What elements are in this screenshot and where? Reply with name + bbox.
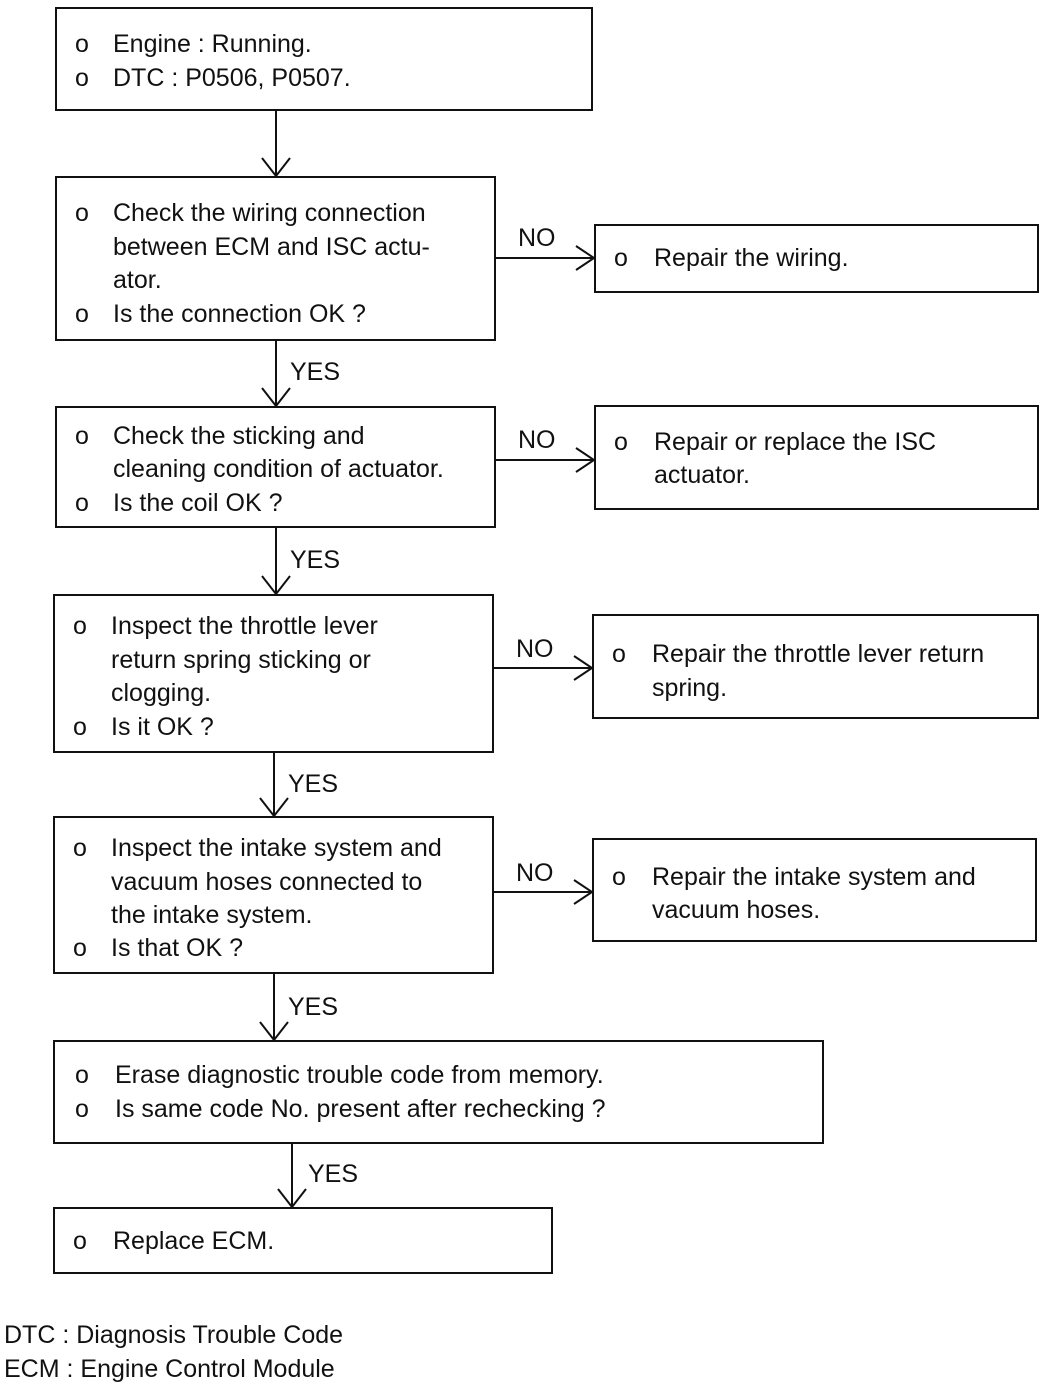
yes-label: YES [288,770,339,798]
arrowhead [573,655,594,681]
bullet: o [75,30,89,58]
bullet: o [612,640,626,668]
intake-check-line-1: Inspect the intake system and [111,834,442,862]
bullet: o [75,199,89,227]
wiring-check-line-1: Check the wiring connection [113,199,426,227]
intake-check-line-2: vacuum hoses connected to [111,868,423,896]
repair-hoses-line-1: Repair the intake system and [652,863,976,891]
no-label: NO [518,224,556,252]
no-label: NO [518,426,556,454]
throttle-check-question: Is it OK ? [111,713,214,741]
start-line-engine: Engine : Running. [113,30,312,58]
arrowhead [575,245,596,271]
repair-spring-line-2: spring. [652,674,728,702]
intake-check-line-3: the intake system. [111,901,313,929]
arrowhead [261,387,291,408]
legend-ecm: ECM : Engine Control Module [4,1355,335,1383]
repair-hoses-box: o Repair the intake system and vacuum ho… [592,838,1037,942]
repair-actuator-line-2: actuator. [654,461,750,489]
bullet: o [75,300,89,328]
wiring-check-box: o Check the wiring connection between EC… [55,176,496,341]
wiring-check-line-2: between ECM and ISC actu- [113,233,430,261]
wiring-check-line-3: ator. [113,266,162,294]
bullet: o [75,64,89,92]
replace-ecm-box: o Replace ECM. [53,1207,553,1274]
arrowhead [277,1188,307,1209]
erase-dtc-box: o Erase diagnostic trouble code from mem… [53,1040,824,1144]
arrowhead [261,575,291,596]
bullet: o [614,428,628,456]
throttle-check-box: o Inspect the throttle lever return spri… [53,594,494,753]
bullet: o [73,834,87,862]
no-label: NO [516,859,554,887]
sticking-check-box: o Check the sticking and cleaning condit… [55,406,496,528]
sticking-check-line-2: cleaning condition of actuator. [113,455,444,483]
yes-label: YES [288,993,339,1021]
repair-actuator-line-1: Repair or replace the ISC [654,428,937,456]
intake-check-box: o Inspect the intake system and vacuum h… [53,816,494,974]
intake-check-question: Is that OK ? [111,934,244,962]
bullet: o [612,863,626,891]
repair-spring-line-1: Repair the throttle lever return [652,640,985,668]
start-line-dtc: DTC : P0506, P0507. [113,64,351,92]
arrowhead [259,797,289,818]
sticking-check-line-1: Check the sticking and [113,422,365,450]
bullet: o [73,713,87,741]
throttle-check-line-3: clogging. [111,679,212,707]
arrowhead [261,157,291,178]
yes-label: YES [308,1160,359,1188]
wiring-check-question: Is the connection OK ? [113,300,366,328]
bullet: o [73,934,87,962]
repair-wiring-box: o Repair the wiring. [594,224,1039,293]
repair-hoses-line-2: vacuum hoses. [652,896,821,924]
bullet: o [75,422,89,450]
start-box: o Engine : Running. o DTC : P0506, P0507… [55,7,593,111]
arrowhead [259,1021,289,1042]
repair-wiring-line: Repair the wiring. [654,244,849,272]
bullet: o [75,1061,89,1089]
repair-spring-box: o Repair the throttle lever return sprin… [592,614,1039,719]
replace-ecm-line: Replace ECM. [113,1227,275,1255]
bullet: o [614,244,628,272]
no-label: NO [516,635,554,663]
repair-actuator-box: o Repair or replace the ISC actuator. [594,405,1039,510]
erase-dtc-line: Erase diagnostic trouble code from memor… [115,1061,604,1089]
arrowhead [573,879,594,905]
yes-label: YES [290,358,341,386]
bullet: o [75,489,89,517]
throttle-check-line-1: Inspect the throttle lever [111,612,378,640]
erase-dtc-question: Is same code No. present after recheckin… [115,1095,606,1123]
yes-label: YES [290,546,341,574]
legend-dtc: DTC : Diagnosis Trouble Code [4,1321,344,1349]
throttle-check-line-2: return spring sticking or [111,646,371,674]
bullet: o [75,1095,89,1123]
arrowhead [575,447,596,473]
sticking-check-question: Is the coil OK ? [113,489,283,517]
bullet: o [73,612,87,640]
bullet: o [73,1227,87,1255]
